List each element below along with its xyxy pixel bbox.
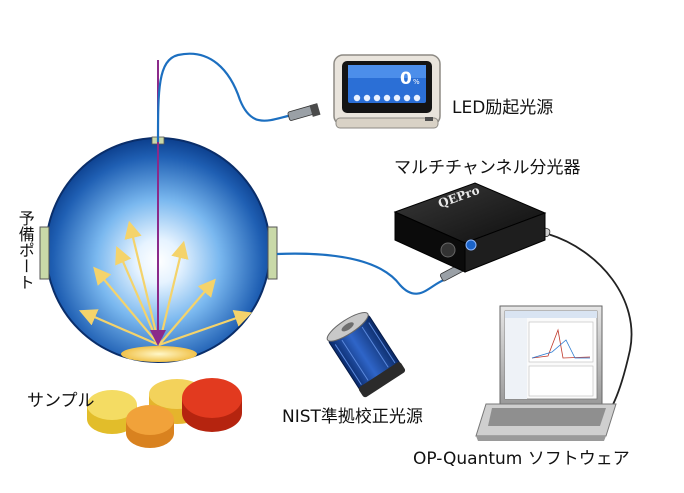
spare-port-left — [40, 227, 49, 279]
led-display-value: 0 — [400, 69, 412, 89]
sample-pellets — [87, 378, 242, 448]
spectrometer-port-icon — [466, 240, 476, 250]
nist-calibration-lamp — [323, 307, 406, 398]
sample-orange — [126, 405, 174, 448]
label-sample: サンプル — [27, 393, 95, 410]
fiber-sphere-to-spectrometer — [277, 254, 444, 294]
sample-glow — [121, 346, 197, 362]
output-port-right — [268, 227, 277, 279]
led-fiber-connector — [287, 103, 320, 121]
label-nist-source: NIST準拠校正光源 — [282, 409, 423, 426]
fiber-led-to-sphere — [158, 54, 292, 142]
led-source-device: 0 % — [334, 55, 440, 128]
label-spectrometer: マルチチャンネル分光器 — [394, 160, 581, 177]
spectrometer-device: QEPro — [395, 183, 545, 272]
label-software: OP-Quantum ソフトウェア — [413, 451, 630, 468]
led-display-unit: % — [413, 78, 420, 86]
spectrometer-fan-icon — [441, 243, 455, 257]
sample-red — [182, 378, 242, 432]
label-led-source: LED励起光源 — [452, 100, 553, 117]
label-spare-port: 予備ポート — [16, 210, 33, 290]
laptop-computer — [476, 306, 616, 441]
